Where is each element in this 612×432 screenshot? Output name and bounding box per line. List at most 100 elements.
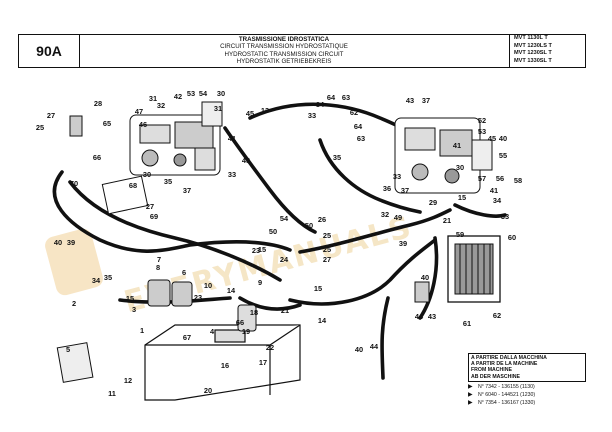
model-list: MVT 1130L T MVT 1230LS T MVT 1230SL T MV… xyxy=(509,35,586,67)
callout-number: 32 xyxy=(157,101,165,110)
callout-number: 33 xyxy=(308,111,316,120)
callout-number: 4 xyxy=(210,327,215,336)
callout-number: 27 xyxy=(47,111,55,120)
serial-text: N° 7354 - 136167 (1330) xyxy=(478,400,536,407)
callout-number: 64 xyxy=(327,93,336,102)
hose-lower-right xyxy=(288,238,437,306)
figure-code: 90A xyxy=(19,35,80,67)
callout-number: 59 xyxy=(456,230,464,239)
main-pump-assembly xyxy=(129,101,223,176)
callout-number: 65 xyxy=(103,119,111,128)
title-line: HYDROSTATIC TRANSMISSION CIRCUIT xyxy=(224,50,344,58)
title-line: CIRCUIT TRANSMISSION HYDROSTATIQUE xyxy=(220,43,348,51)
callout-number: 63 xyxy=(342,93,350,102)
callout-number: 14 xyxy=(227,286,236,295)
callout-number: 56 xyxy=(496,174,504,183)
serial-text: N° 7342 - 136155 (1130) xyxy=(478,383,535,390)
callout-number: 36 xyxy=(383,184,391,193)
callout-number: 30 xyxy=(143,170,151,179)
callout-number: 62 xyxy=(350,108,358,117)
callout-number: 9 xyxy=(258,278,262,287)
callout-number: 64 xyxy=(354,122,363,131)
callout-number: 43 xyxy=(428,312,436,321)
callout-number: 3 xyxy=(132,305,136,314)
model-item: MVT 1230SL T xyxy=(514,50,552,57)
callout-number: 15 xyxy=(258,245,266,254)
callout-number: 41 xyxy=(453,141,461,150)
callout-number: 39 xyxy=(67,238,75,247)
title-line: TRASMISSIONE IDROSTATICA xyxy=(238,36,330,43)
callout-number: 62 xyxy=(493,311,501,320)
callout-number: 45 xyxy=(246,109,254,118)
callout-number: 34 xyxy=(493,196,502,205)
callout-number: 1 xyxy=(140,326,144,335)
callout-number: 58 xyxy=(514,176,522,185)
oil-cooler-radiator xyxy=(447,235,501,303)
callout-number: 41 xyxy=(490,186,498,195)
hose-filter xyxy=(238,296,302,311)
callout-number: 61 xyxy=(463,319,471,328)
callout-number: 29 xyxy=(429,198,437,207)
callout-number: 12 xyxy=(124,376,132,385)
hose-right-loop xyxy=(453,203,507,218)
callout-number: 53 xyxy=(478,127,486,136)
callout-number: 44 xyxy=(415,312,424,321)
watermark-logo-icon xyxy=(45,228,103,296)
arrow-right-icon: ▶ xyxy=(468,383,473,390)
callout-number: 52 xyxy=(478,116,486,125)
callout-number: 49 xyxy=(394,213,402,222)
callout-number: 39 xyxy=(399,239,407,248)
callout-number: 45 xyxy=(488,134,496,143)
callout-number: 33 xyxy=(501,212,509,221)
callout-number: 40 xyxy=(54,238,62,247)
callout-number: 30 xyxy=(456,163,464,172)
callout-number: 10 xyxy=(204,281,212,290)
callout-number: 2 xyxy=(72,299,76,308)
callout-number: 34 xyxy=(316,100,325,109)
callout-number: 22 xyxy=(266,343,274,352)
callout-number: 15 xyxy=(458,193,466,202)
filters xyxy=(147,279,257,332)
callout-number: 50 xyxy=(305,221,313,230)
hose-upper-center xyxy=(223,126,317,234)
callout-number: 67 xyxy=(183,333,191,342)
callout-number: 23 xyxy=(252,246,260,255)
callout-number: 18 xyxy=(250,308,258,317)
small-parts xyxy=(56,115,430,383)
callout-number: 68 xyxy=(129,181,137,190)
model-item: MVT 1130L T xyxy=(514,35,548,41)
serial-row: ▶N° 6040 - 144521 (1230) xyxy=(468,392,586,398)
title-line: HYDROSTATIK GETRIEBEKREIS xyxy=(236,58,332,66)
callout-number: 41 xyxy=(228,134,236,143)
arrow-right-icon: ▶ xyxy=(468,392,473,399)
title-lines: TRASMISSIONE IDROSTATICA CIRCUIT TRANSMI… xyxy=(184,36,384,66)
hoses xyxy=(52,102,507,380)
callout-number: 69 xyxy=(150,212,158,221)
hose-long-center xyxy=(298,208,452,254)
hydraulic-oil-tank xyxy=(144,324,301,401)
title-block: 90A TRASMISSIONE IDROSTATICA CIRCUIT TRA… xyxy=(18,34,586,68)
callout-number: 60 xyxy=(508,233,516,242)
callout-number: 19 xyxy=(242,327,250,336)
callout-number: 17 xyxy=(259,358,267,367)
hose-mid-right xyxy=(318,138,422,214)
callout-number: 43 xyxy=(406,96,414,105)
hose-suction-left xyxy=(68,180,282,282)
arrow-right-icon: ▶ xyxy=(468,400,473,407)
callout-number: 24 xyxy=(280,255,289,264)
callout-number: 50 xyxy=(269,227,277,236)
callout-number: 15 xyxy=(126,294,134,303)
callout-number: 37 xyxy=(401,186,409,195)
callout-number: 44 xyxy=(370,342,379,351)
hose-bottom xyxy=(380,296,390,380)
callout-number: 28 xyxy=(94,99,102,108)
callout-number: 47 xyxy=(135,107,143,116)
callout-number: 8 xyxy=(156,263,160,272)
callout-number: 16 xyxy=(221,361,229,370)
callout-number: 15 xyxy=(314,284,322,293)
serial-note-box: A PARTIRE DALLA MACCHINA A PARTIR DE LA … xyxy=(468,353,586,382)
callout-number: 54 xyxy=(280,214,289,223)
